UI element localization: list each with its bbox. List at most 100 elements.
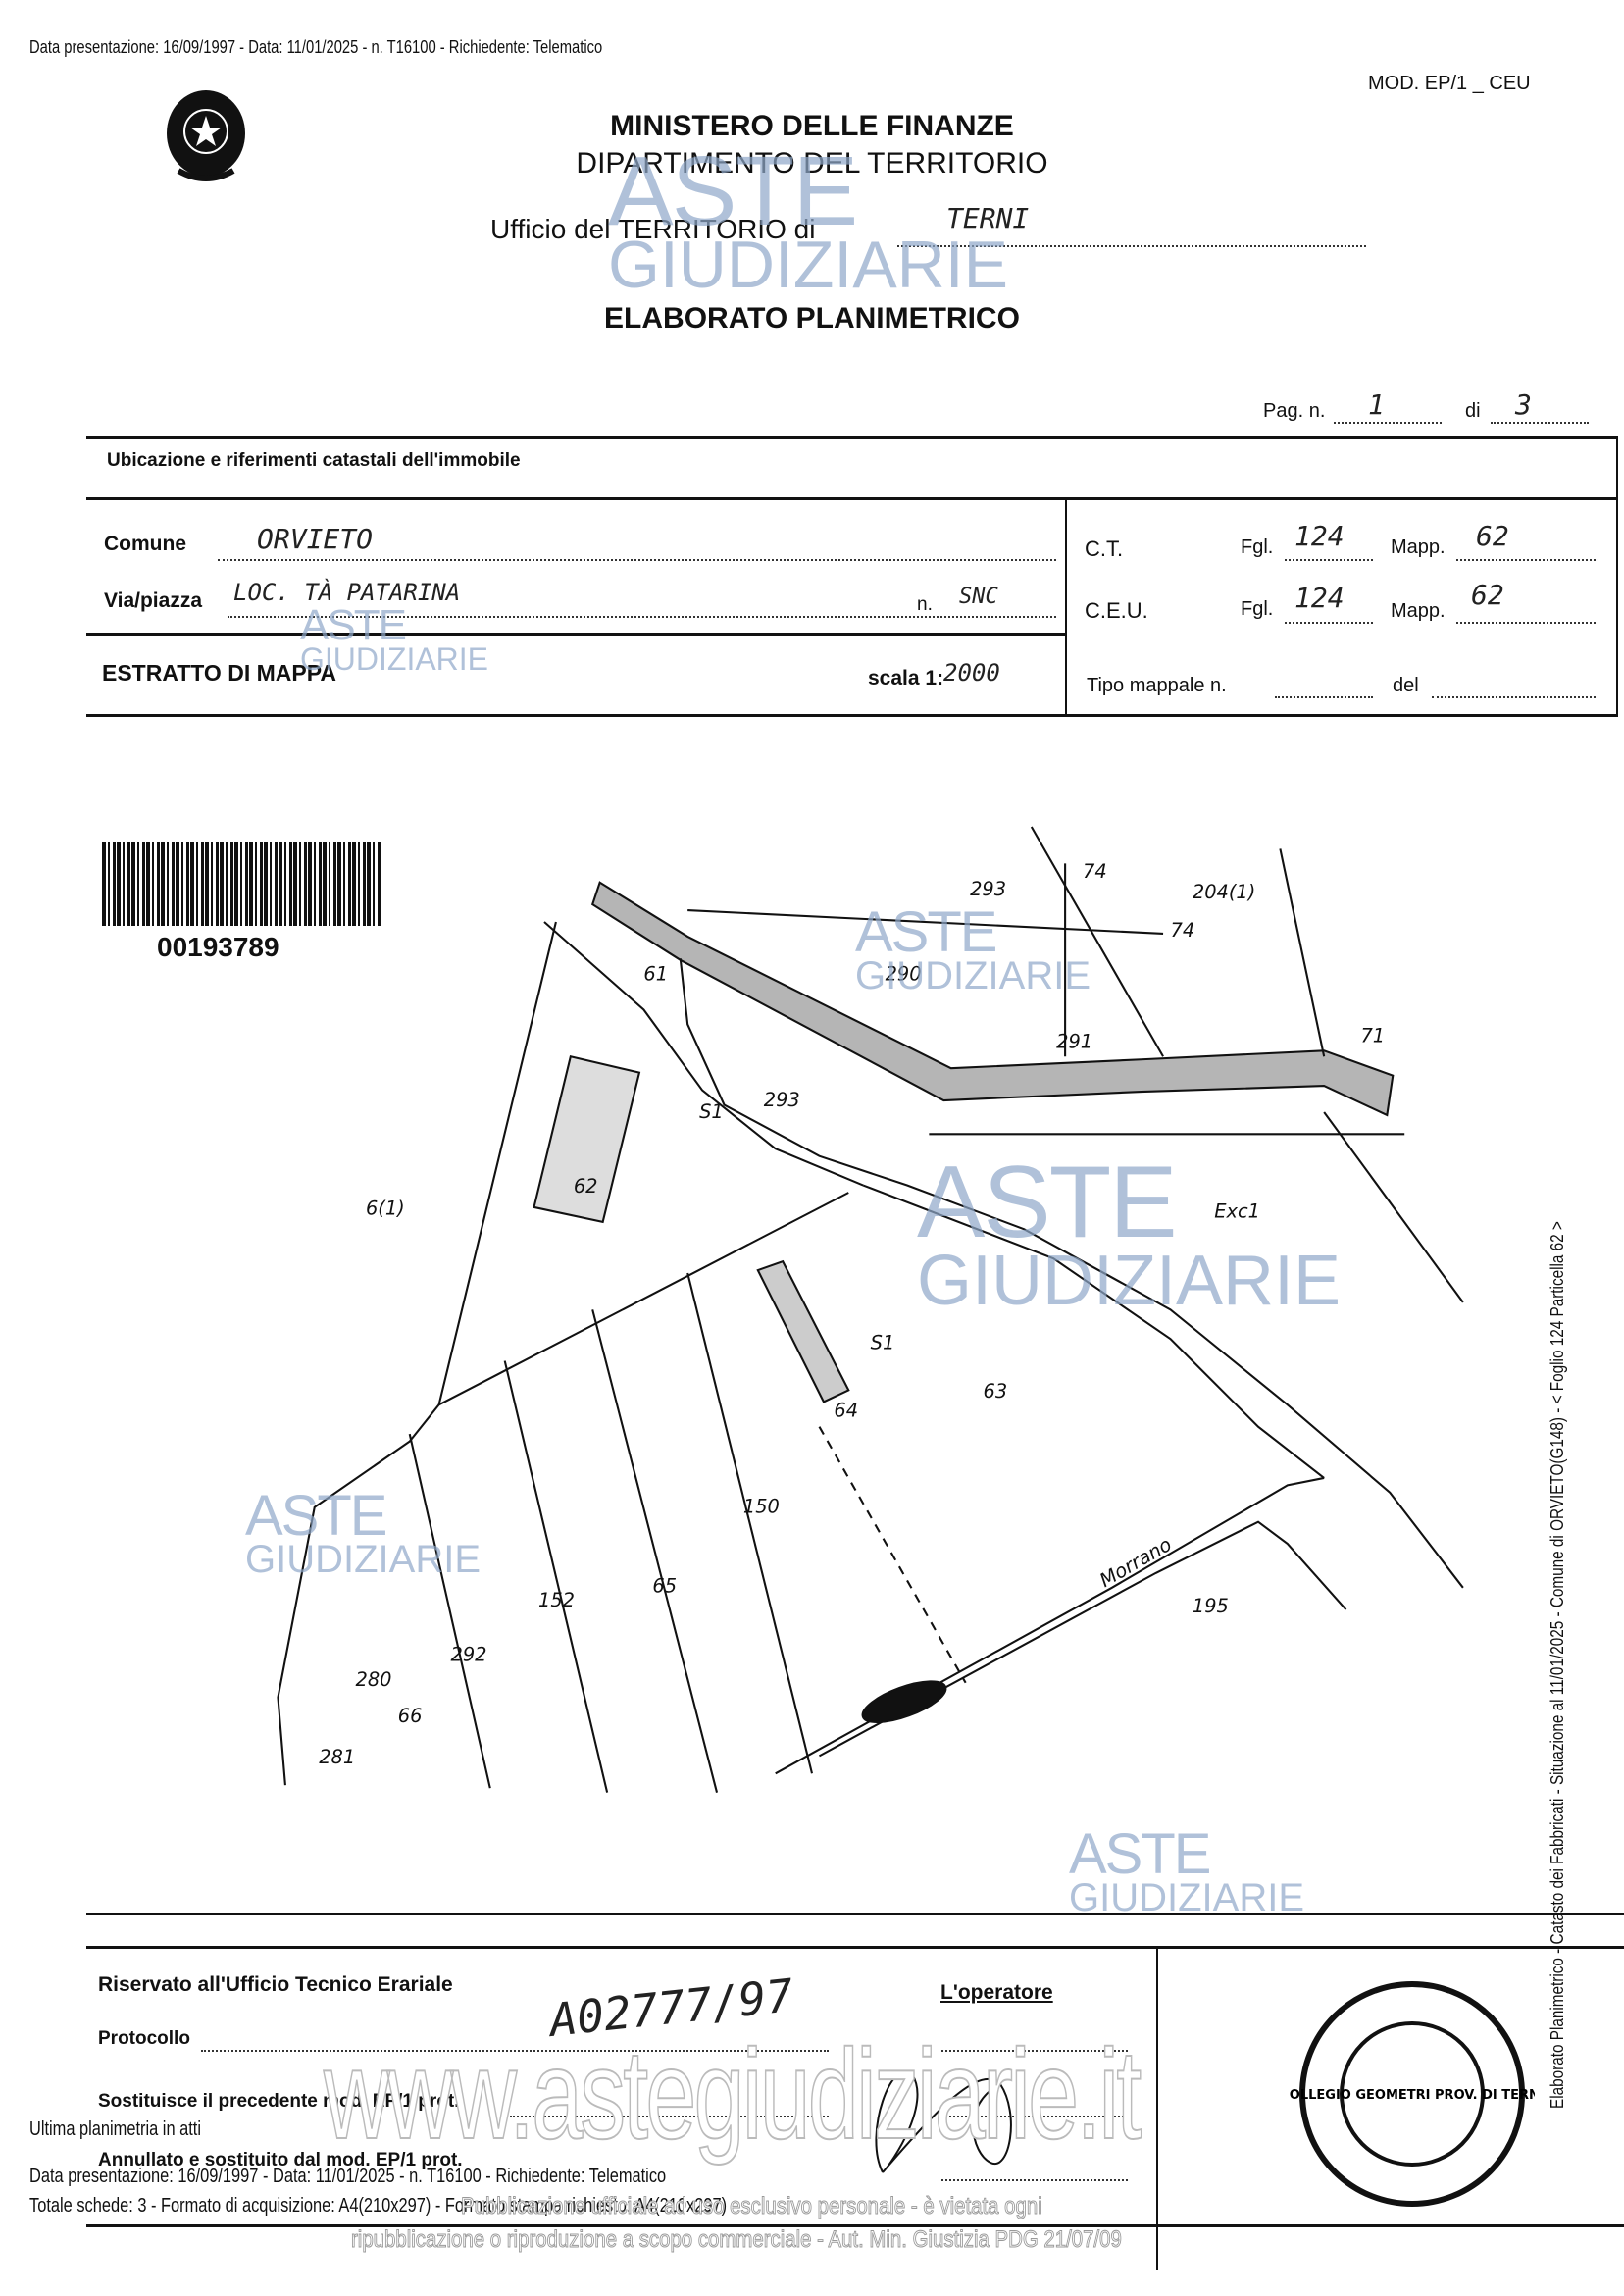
map-label: 66 <box>398 1705 423 1727</box>
del-dots <box>1432 696 1596 698</box>
map-label: 65 <box>652 1574 677 1597</box>
publication-notice-1: Pubblicazione ufficiale ad uso esclusivo… <box>461 2193 1043 2220</box>
via-dots <box>228 616 1056 618</box>
emblem-icon <box>167 90 245 181</box>
ceu-fgl-label: Fgl. <box>1241 598 1274 620</box>
page-total-dots <box>1491 422 1589 424</box>
map-label: 195 <box>1193 1595 1229 1617</box>
model-code: MOD. EP/1 _ CEU <box>1368 73 1531 94</box>
map-label: 291 <box>1056 1030 1092 1052</box>
dashed-line <box>818 1426 967 1684</box>
page-dots <box>1334 422 1442 424</box>
divider <box>86 436 1618 439</box>
divider <box>1065 497 1067 714</box>
map-label: 74 <box>1083 860 1107 883</box>
map-label: 71 <box>1360 1024 1385 1046</box>
ceu-fgl-dots <box>1285 622 1373 624</box>
parcel-boundary <box>1030 826 1164 1057</box>
map-label: 61 <box>643 963 668 986</box>
ct-fgl-dots <box>1285 559 1373 561</box>
ct-fgl-value: 124 <box>1294 520 1345 552</box>
ct-mapp-label: Mapp. <box>1391 536 1446 558</box>
building <box>533 1055 641 1224</box>
map-label: 64 <box>834 1399 858 1421</box>
parcel-boundary <box>591 1309 719 1793</box>
map-label: 62 <box>574 1175 598 1198</box>
scale-value: 2000 <box>943 659 1000 687</box>
map-label: 150 <box>743 1496 780 1518</box>
operator-dots-2 <box>941 2116 1128 2117</box>
road-edge <box>679 958 1464 1589</box>
parcel-boundary <box>277 921 557 1786</box>
surveyor-stamp: COLLEGIO GEOMETRI PROV. DI TERNI <box>1290 1981 1535 2207</box>
ct-mapp-value: 62 <box>1476 520 1509 552</box>
page-of-label: di <box>1465 400 1481 422</box>
map-label: 292 <box>451 1643 487 1665</box>
ct-label: C.T. <box>1085 536 1124 561</box>
ceu-mapp-value: 62 <box>1471 579 1504 611</box>
ceu-mapp-label: Mapp. <box>1391 600 1446 622</box>
map-label: 204(1) <box>1193 881 1255 903</box>
signature <box>875 2070 1012 2173</box>
del-label: del <box>1393 675 1419 696</box>
ministry-title: MINISTERO DELLE FINANZE <box>610 110 1014 142</box>
last-plan-note: Ultima planimetria in atti <box>29 2118 202 2140</box>
parcel-boundary <box>686 1272 814 1774</box>
comune-label: Comune <box>104 533 186 555</box>
document-title: ELABORATO PLANIMETRICO <box>604 302 1020 334</box>
ct-fgl-label: Fgl. <box>1241 536 1274 558</box>
building-dark <box>861 1680 947 1723</box>
divider <box>86 1913 1624 1915</box>
svg-text:COLLEGIO GEOMETRI PROV. DI TER: COLLEGIO GEOMETRI PROV. DI TERNI <box>1290 2088 1535 2103</box>
via-label: Via/piazza <box>104 589 202 612</box>
office-value: TERNI <box>946 202 1030 234</box>
protocol-dots <box>201 2050 829 2052</box>
publication-notice-2: ripubblicazione o riproduzione a scopo c… <box>351 2226 1123 2254</box>
divider <box>86 633 1065 636</box>
road-edge <box>862 1184 1325 1479</box>
footer-format-line: Totale schede: 3 - Formato di acquisizio… <box>29 2195 728 2217</box>
tipo-dots <box>1275 696 1373 698</box>
map-label: 6(1) <box>366 1197 405 1219</box>
barcode-number: 00193789 <box>157 932 279 962</box>
map-label: 290 <box>886 963 922 986</box>
via-value: LOC. TÀ PATARINA <box>233 579 461 606</box>
section-title: Ubicazione e riferimenti catastali dell'… <box>107 450 521 471</box>
road-edge <box>543 921 864 1187</box>
number-label: n. <box>917 594 933 615</box>
ceu-label: C.E.U. <box>1085 598 1148 623</box>
divider <box>86 2224 1624 2227</box>
header-info-line: Data presentazione: 16/09/1997 - Data: 1… <box>29 37 603 57</box>
tipo-mappale-label: Tipo mappale n. <box>1087 675 1227 696</box>
comune-value: ORVIETO <box>257 523 374 555</box>
map-label: S1 <box>699 1100 724 1123</box>
footer-info-line: Data presentazione: 16/09/1997 - Data: 1… <box>29 2166 667 2187</box>
map-extract-label: ESTRATTO DI MAPPA <box>102 660 336 686</box>
morrano-road <box>818 1520 1347 1758</box>
map-label: 74 <box>1171 919 1195 942</box>
parcel-boundary <box>408 1433 491 1789</box>
parcel-boundary <box>687 909 1164 935</box>
scale-label: scala 1: <box>868 667 944 689</box>
barcode <box>102 842 381 926</box>
divider <box>86 1946 1624 1949</box>
operator-dots-1 <box>941 2050 1128 2052</box>
replaces-label: Sostituisce il precedente mod. EP/1 prot… <box>98 2091 460 2112</box>
map-labels: 61 62 6(1) 290 293 74 204(1) 74 291 293 … <box>319 860 1385 1768</box>
divider <box>86 714 1618 717</box>
ceu-mapp-dots <box>1456 622 1596 624</box>
site-watermark: www.astegiudiziarie.it <box>323 2021 1142 2167</box>
map-label: 293 <box>764 1089 800 1111</box>
parcel-boundary <box>1279 848 1326 1057</box>
office-dotted-line <box>897 245 1366 247</box>
reserved-label: Riservato all'Ufficio Tecnico Erariale <box>98 1973 453 1996</box>
office-label: Ufficio del TERRITORIO di <box>490 214 816 244</box>
page-label: Pag. n. <box>1263 400 1326 422</box>
parcel-boundary <box>1323 1111 1464 1303</box>
